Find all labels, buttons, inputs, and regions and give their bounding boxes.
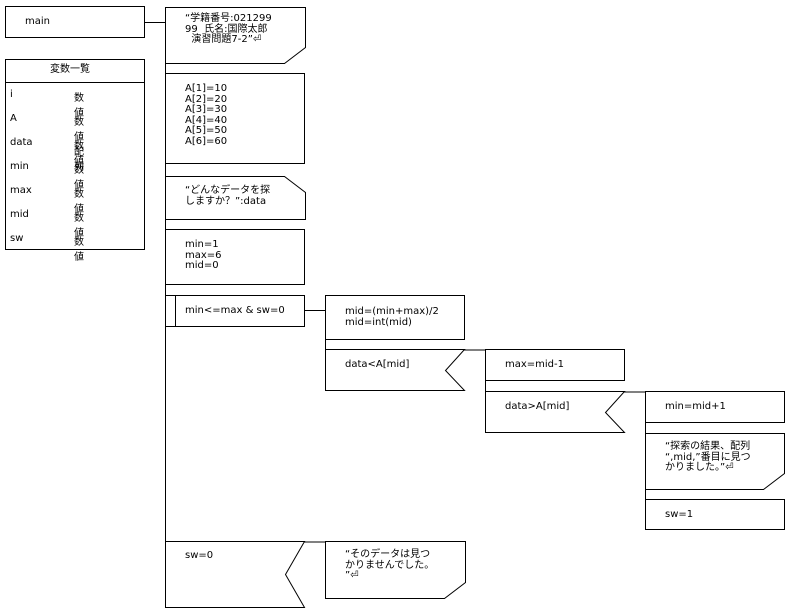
array-init-box [165,73,305,164]
input-prompt-shape [165,176,306,220]
variable-type: 数値 [74,237,84,263]
main-box [5,6,145,38]
variable-name: A [10,113,17,124]
variable-type: 数値配列 [74,117,84,173]
found-message-text: “探索の結果、配列 “,mid,”番目に見つ かりました。”⏎ [665,441,751,473]
found-message-shape [645,433,785,490]
init-vars-box [165,229,305,285]
variable-type: 数値 [74,141,84,167]
variable-name: mid [10,209,29,220]
variable-type: 数値 [74,93,84,119]
variable-name: sw [10,233,24,244]
loop-box [165,295,305,327]
set-sw-text: sw=1 [665,509,694,520]
set-sw-box [645,499,785,530]
variable-name: min [10,161,29,172]
sw-condition-shape [165,541,306,608]
branch2-condition-text: data>A[mid] [505,401,570,412]
print-header-shape [165,7,306,64]
not-found-message-text: “そのデータは見つ かりませんでした。 ”⏎ [345,549,435,581]
calc-mid-box [325,295,465,340]
variable-table-box [5,59,145,250]
variable-table-title: 変数一覧 [50,64,90,75]
main-label: main [25,16,50,27]
sw-condition-text: sw=0 [185,550,214,561]
branch2-action-text: min=mid+1 [665,401,726,412]
not-found-message-shape [325,541,466,599]
branch1-condition-text: data<A[mid] [345,359,410,370]
array-init-text: A[1]=10 A[2]=20 A[3]=30 A[4]=40 A[5]=50 … [185,83,228,147]
variable-type: 数値 [74,213,84,239]
print-header-text: “学籍番号:021299 99 氏名:国際太郎 演習問題7-2”⏎ [185,13,272,45]
calc-mid-text: mid=(min+max)/2 mid=int(mid) [345,306,439,328]
variable-type: 数値 [74,165,84,191]
branch2-action-box [645,391,785,423]
branch1-action-box [485,349,625,381]
init-vars-text: min=1 max=6 mid=0 [185,239,222,271]
variable-name: i [10,89,13,100]
variable-name: max [10,185,32,196]
branch2-condition-shape [485,391,626,433]
variable-type: 数値 [74,189,84,215]
loop-condition-text: min<=max & sw=0 [185,305,285,316]
variable-name: data [10,137,33,148]
input-prompt-text: “どんなデータを探 しますか？”:data [185,185,271,207]
branch1-condition-shape [325,349,466,391]
branch1-action-text: max=mid-1 [505,359,565,370]
